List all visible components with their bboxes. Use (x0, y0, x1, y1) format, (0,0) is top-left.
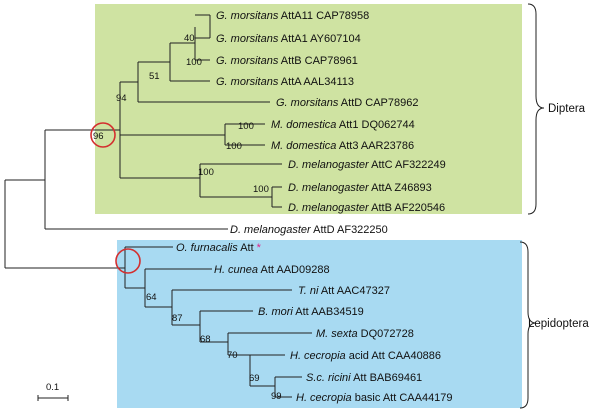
scale-bar-label: 0.1 (46, 382, 59, 393)
highlight-circle (115, 248, 141, 274)
leaf-genus: M. domestica (271, 119, 336, 131)
node-highlight-circles (90, 122, 141, 274)
leaf-accession: Att3 AAR23786 (336, 140, 414, 152)
leaf-label: B. mori Att AAB34519 (258, 306, 364, 318)
leaf-label: T. ni Att AAC47327 (298, 285, 390, 297)
leaf-genus: G. morsitans (216, 55, 279, 67)
leaf-genus: H. cecropia (296, 392, 352, 404)
leaf-genus: G. morsitans (216, 76, 279, 88)
leaf-accession: AttA AAL34113 (278, 76, 354, 88)
bootstrap-value: 51 (149, 71, 160, 82)
bootstrap-value: 96 (93, 131, 104, 142)
leaf-accession: AttD AF322250 (311, 224, 388, 236)
leaf-genus: D. melanogaster (288, 159, 370, 171)
leaf-accession: Att (238, 242, 254, 254)
bootstrap-value: 70 (227, 350, 238, 361)
leaf-label: D. melanogaster AttA Z46893 (288, 182, 432, 194)
bootstrap-value: 68 (200, 334, 211, 345)
leaf-accession: Att1 DQ062744 (336, 119, 414, 131)
leaf-genus: M. domestica (271, 140, 336, 152)
leaf-genus: G. morsitans (216, 33, 279, 45)
leaf-label: M. sexta DQ072728 (316, 328, 414, 340)
leaf-label: H. cecropia acid Att CAA40886 (290, 350, 441, 362)
leaf-label: D. melanogaster AttD AF322250 (230, 224, 388, 236)
bootstrap-value: 100 (238, 121, 254, 132)
leaf-label: G. morsitans AttB CAP78961 (216, 55, 358, 67)
leaf-genus: D. melanogaster (288, 202, 370, 214)
novel-sequence-asterisk: * (257, 242, 262, 254)
bootstrap-values: 40 100 51 94 100 96 100 100 100 64 87 68 70 69 99 (93, 33, 282, 402)
bootstrap-value: 100 (253, 184, 269, 195)
bootstrap-value: 87 (172, 313, 183, 324)
highlight-circle (90, 122, 116, 148)
leaf-genus: G. morsitans (276, 97, 339, 109)
leaf-accession: AttB AF220546 (369, 202, 445, 214)
tree-branches (4, 14, 312, 398)
leaf-label: D. melanogaster AttC AF322249 (288, 159, 446, 171)
leaf-genus: B. mori (258, 306, 293, 318)
leaf-accession: basic Att CAA44179 (352, 392, 453, 404)
leaf-label: H. cunea Att AAD09288 (214, 264, 330, 276)
leaf-accession: Att AAD09288 (258, 264, 330, 276)
leaf-accession: AttB CAP78961 (278, 55, 358, 67)
leaf-genus: D. melanogaster (230, 224, 312, 236)
leaf-label: O. furnacalis Att* (176, 242, 262, 254)
leaf-accession: AttA Z46893 (369, 182, 432, 194)
leaf-genus: M. sexta (316, 328, 358, 340)
leaf-accession: Att BAB69461 (351, 372, 423, 384)
leaf-accession: AttC AF322249 (369, 159, 446, 171)
leaf-genus: O. furnacalis (176, 242, 238, 254)
leaf-label: G. morsitans AttA AAL34113 (216, 76, 354, 88)
leaf-genus: T. ni (298, 285, 319, 297)
leaf-label: H. cecropia basic Att CAA44179 (296, 392, 453, 404)
bootstrap-value: 40 (184, 33, 195, 44)
leaf-genus: S.c. ricini (306, 372, 351, 384)
diptera-bracket (527, 3, 545, 215)
scale-bar: 0.1 (37, 382, 69, 401)
leaf-label: D. melanogaster AttB AF220546 (288, 202, 445, 214)
bootstrap-value: 100 (226, 141, 242, 152)
leaf-accession: Att AAB34519 (293, 306, 364, 318)
leaf-accession: AttD CAP78962 (338, 97, 418, 109)
leaf-genus: H. cunea (214, 264, 258, 276)
leaf-label: S.c. ricini Att BAB69461 (306, 372, 422, 384)
bootstrap-value: 100 (198, 167, 214, 178)
leaf-genus: D. melanogaster (288, 182, 370, 194)
leaf-label: M. domestica Att3 AAR23786 (271, 140, 414, 152)
bootstrap-value: 100 (186, 57, 202, 68)
lepidoptera-clade-box (117, 240, 522, 408)
leaf-accession: acid Att CAA40886 (346, 350, 441, 362)
leaf-accession: AttA1 AY607104 (278, 33, 360, 45)
bootstrap-value: 99 (271, 391, 282, 402)
leaf-accession: DQ072728 (358, 328, 414, 340)
leaf-genus: G. morsitans (216, 10, 279, 22)
leaf-accession: AttA11 CAP78958 (278, 10, 369, 22)
leaf-accession: Att AAC47327 (318, 285, 390, 297)
bootstrap-value: 94 (116, 93, 127, 104)
leaf-label: G. morsitans AttA11 CAP78958 (216, 10, 369, 22)
lepidoptera-bracket (519, 241, 537, 409)
diptera-label: Diptera (548, 103, 586, 115)
leaf-genus: H. cecropia (290, 350, 346, 362)
bootstrap-value: 69 (249, 373, 260, 384)
diptera-clade-box (95, 4, 522, 214)
leaf-label: G. morsitans AttA1 AY607104 (216, 33, 361, 45)
bootstrap-value: 64 (146, 292, 157, 303)
lepidoptera-label: Lepidoptera (528, 318, 589, 330)
leaf-label: M. domestica Att1 DQ062744 (271, 119, 415, 131)
leaf-label: G. morsitans AttD CAP78962 (276, 97, 418, 109)
